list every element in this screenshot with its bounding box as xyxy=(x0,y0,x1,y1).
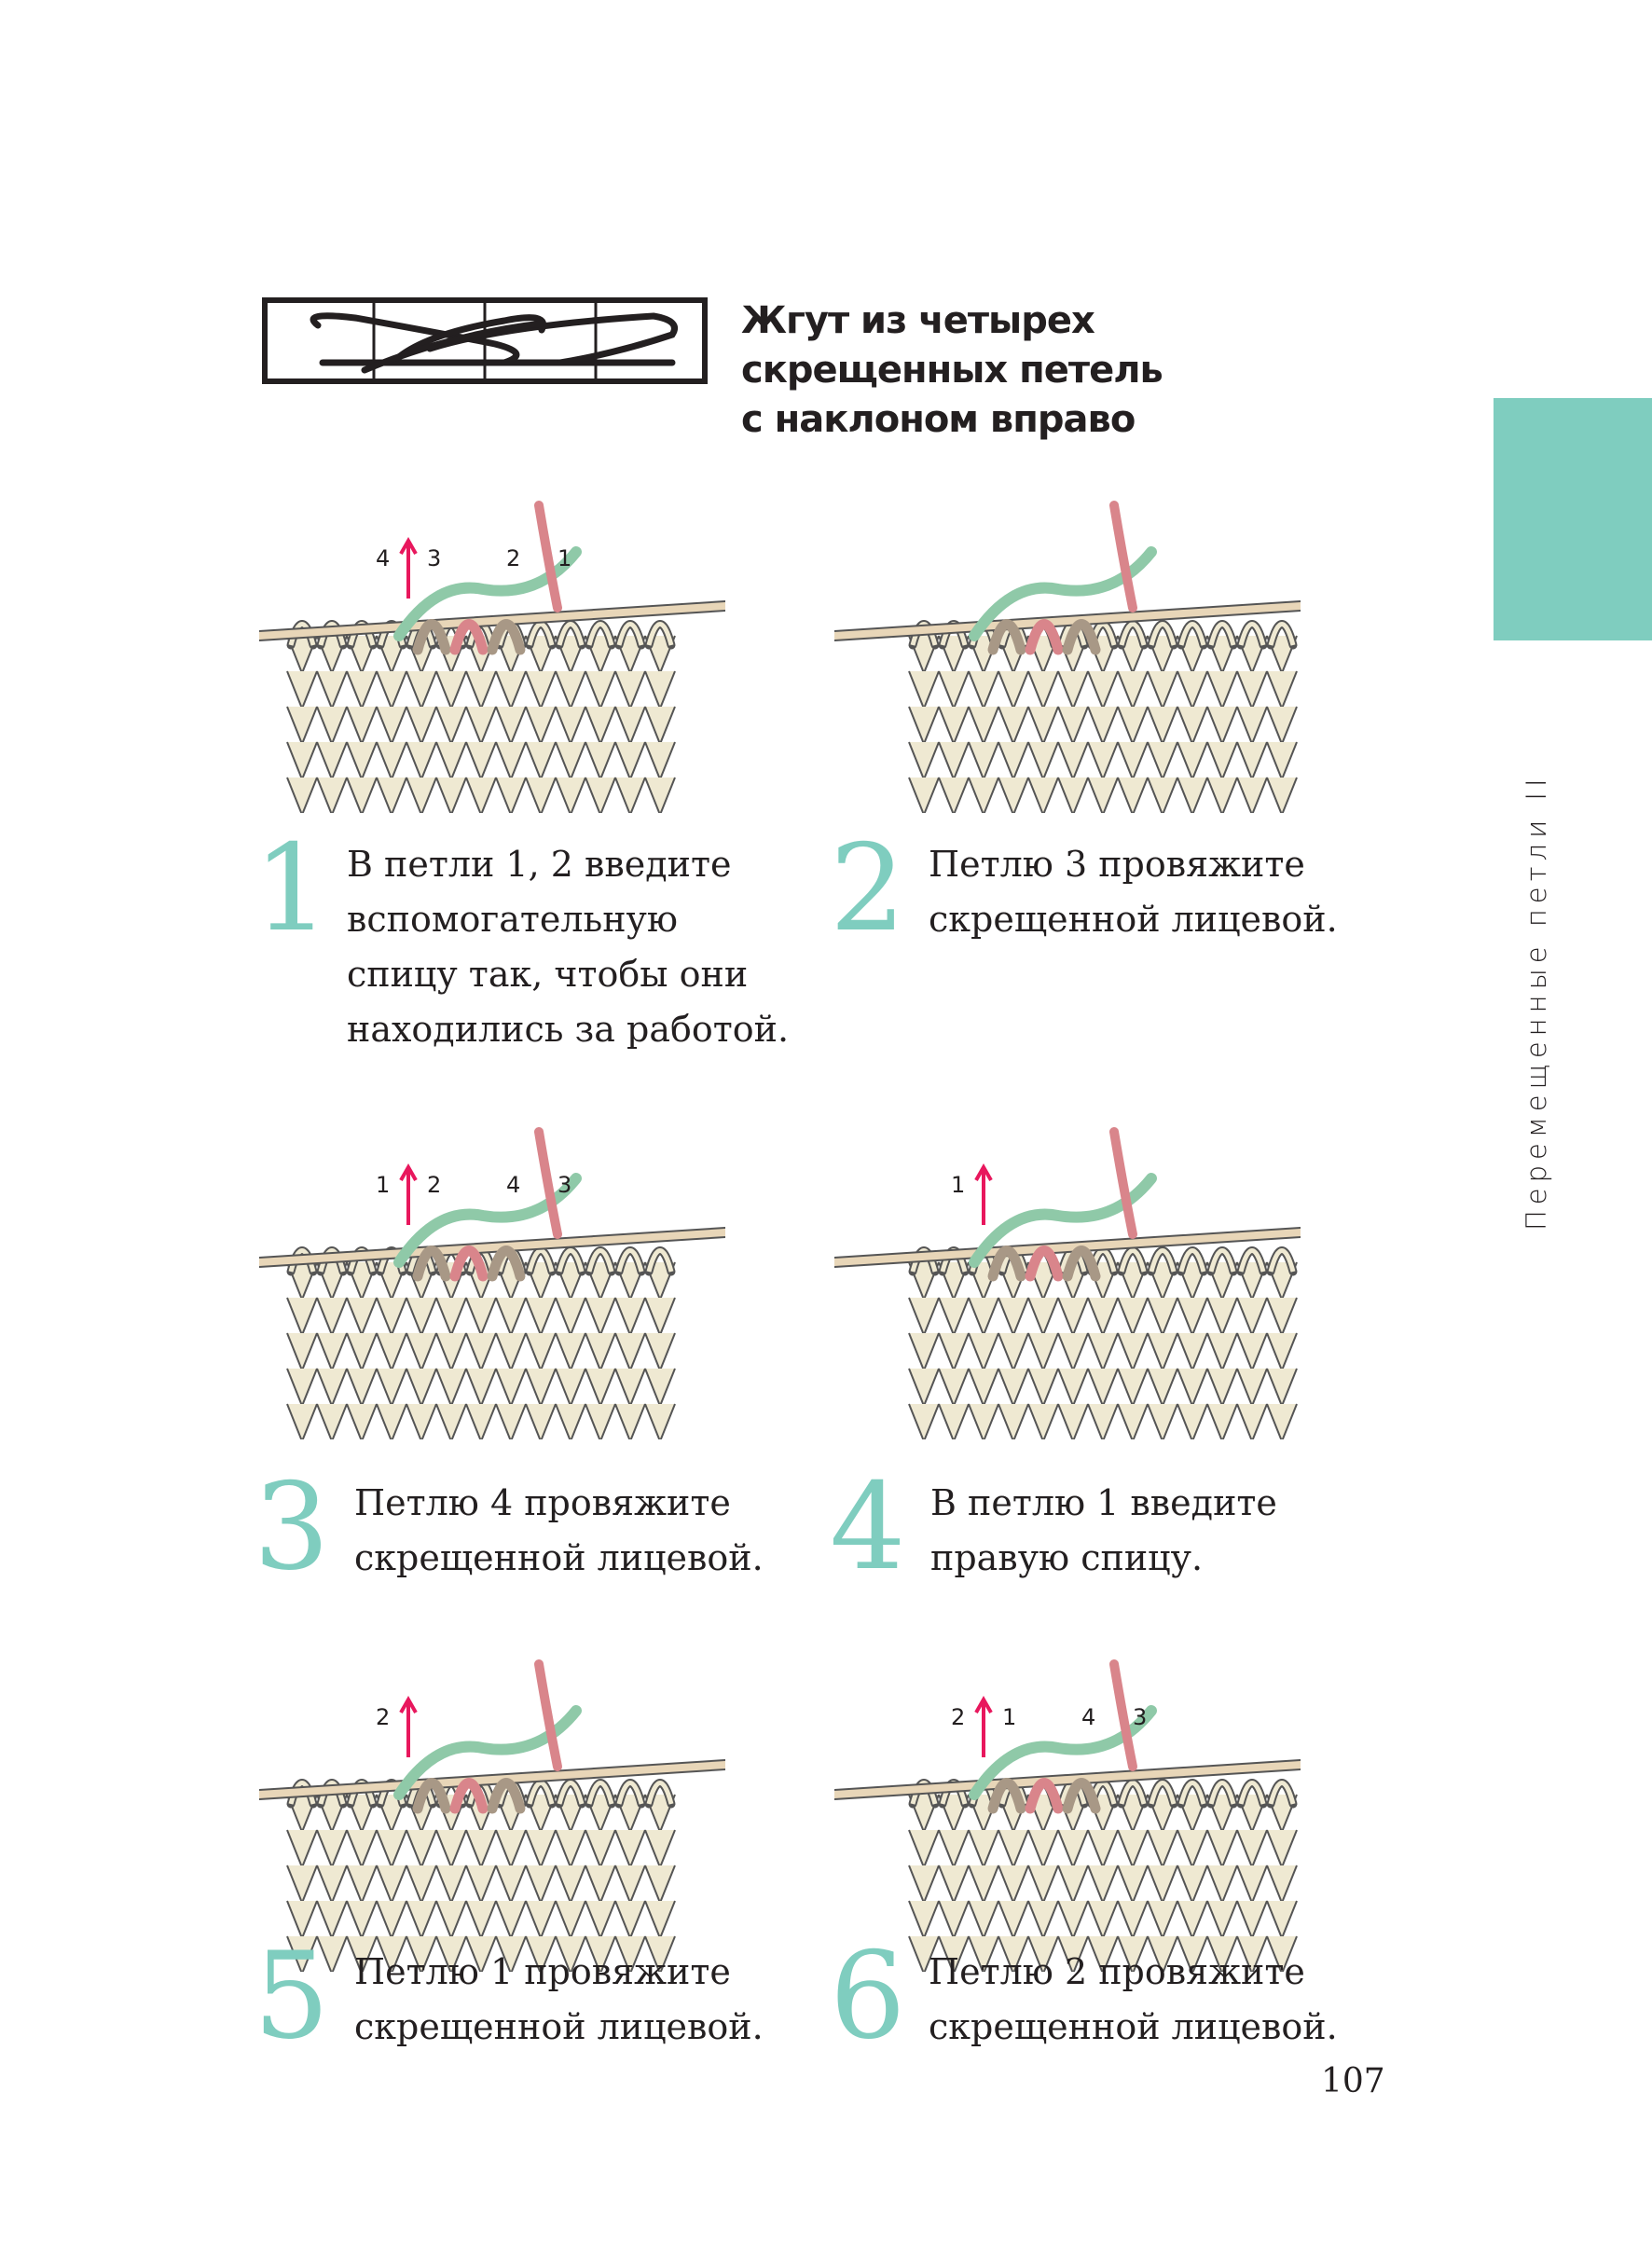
instruction-line: спицу так, чтобы они xyxy=(347,954,749,995)
step-illustration: 4 3 2 1 xyxy=(259,501,725,813)
instruction-line: вспомогательную xyxy=(347,899,678,940)
working-yarn xyxy=(1109,501,1137,612)
instruction-line: скрещенной лицевой. xyxy=(354,1537,764,1578)
loop xyxy=(449,1245,489,1282)
loop xyxy=(487,1245,526,1282)
knit-fabric xyxy=(908,1246,1298,1439)
loop xyxy=(1062,619,1101,655)
step-number: 2 xyxy=(830,819,906,958)
loop-number-label: 1 xyxy=(951,1172,965,1198)
loop xyxy=(1025,1778,1064,1814)
step-illustration: 1 2 4 3 xyxy=(259,1127,725,1439)
step-instruction: Петлю 3 провяжите скрещенной лицевой. xyxy=(929,837,1338,947)
instruction-line: правую спицу. xyxy=(930,1537,1204,1578)
loop-number-label: 1 xyxy=(376,1172,390,1198)
loop xyxy=(987,1778,1026,1814)
loop-number-label: 3 xyxy=(1133,1704,1147,1730)
loop-number-label: 2 xyxy=(376,1704,390,1730)
step-illustration: 2 xyxy=(259,1659,725,1972)
step-number: 1 xyxy=(254,819,330,958)
loop-number-label: 3 xyxy=(427,545,441,571)
step-instruction: Петлю 1 провяжите скрещенной лицевой. xyxy=(354,1945,764,2055)
instruction-line: В петлю 1 введите xyxy=(930,1482,1277,1523)
section-label: Перемещенные петли II xyxy=(1521,773,1552,1231)
instruction-line: Петлю 4 провяжите xyxy=(354,1482,731,1523)
loop-number-label: 3 xyxy=(558,1172,571,1198)
loop xyxy=(487,1778,526,1814)
instruction-line: скрещенной лицевой. xyxy=(929,2006,1338,2047)
step-illustration: 1 xyxy=(834,1127,1301,1439)
loop-number-label: 2 xyxy=(506,545,520,571)
step-illustration: 2 1 4 3 xyxy=(834,1659,1301,1972)
step-instruction: В петли 1, 2 введите вспомогательную спицу… xyxy=(347,837,789,1057)
working-yarn xyxy=(534,501,562,612)
loop xyxy=(1025,1245,1064,1282)
instruction-line: находились за работой. xyxy=(347,1009,790,1050)
loop xyxy=(987,619,1026,655)
knit-fabric xyxy=(908,1779,1298,1972)
instruction-line: Петлю 2 провяжите xyxy=(929,1951,1305,1992)
instruction-line: скрещенной лицевой. xyxy=(929,899,1338,940)
page-number: 107 xyxy=(1321,2062,1385,2100)
instruction-line: скрещенной лицевой. xyxy=(354,2006,764,2047)
cable-chart-symbol xyxy=(262,297,708,384)
instruction-line: Петлю 3 провяжите xyxy=(929,844,1305,885)
section-color-tab xyxy=(1494,398,1652,640)
loop xyxy=(449,1778,489,1814)
step-instruction: В петлю 1 введите правую спицу. xyxy=(930,1476,1277,1586)
page-title: Жгут из четырех скрещенных петель с накл… xyxy=(741,296,1163,445)
knit-fabric xyxy=(908,620,1298,813)
title-line: с наклоном вправо xyxy=(741,398,1136,441)
step-instruction: Петлю 4 провяжите скрещенной лицевой. xyxy=(354,1476,764,1586)
loop-number-label: 2 xyxy=(951,1704,965,1730)
instruction-line: В петли 1, 2 введите xyxy=(347,844,732,885)
step-number: 5 xyxy=(254,1927,330,2066)
loop-number-label: 1 xyxy=(1002,1704,1016,1730)
working-yarn xyxy=(1109,1127,1137,1239)
loop xyxy=(1062,1778,1101,1814)
working-yarn xyxy=(534,1127,562,1239)
loop xyxy=(1025,619,1064,655)
loop-number-label: 4 xyxy=(1081,1704,1095,1730)
arrow-icon xyxy=(974,1695,993,1757)
loop xyxy=(449,619,489,655)
instruction-line: Петлю 1 провяжите xyxy=(354,1951,731,1992)
arrow-icon xyxy=(974,1163,993,1225)
working-yarn xyxy=(1109,1659,1137,1771)
loop xyxy=(487,619,526,655)
step-number: 3 xyxy=(254,1458,330,1597)
knit-fabric xyxy=(286,1246,676,1439)
loop-number-label: 1 xyxy=(558,545,571,571)
loop-number-label: 2 xyxy=(427,1172,441,1198)
arrow-icon xyxy=(399,1695,418,1757)
step-instruction: Петлю 2 провяжите скрещенной лицевой. xyxy=(929,1945,1338,2055)
loop xyxy=(1062,1245,1101,1282)
step-number: 6 xyxy=(830,1927,906,2066)
title-line: скрещенных петель xyxy=(741,349,1163,392)
step-illustration xyxy=(834,501,1301,813)
loop-number-label: 4 xyxy=(376,545,390,571)
loop xyxy=(987,1245,1026,1282)
loop-number-label: 4 xyxy=(506,1172,520,1198)
step-number: 4 xyxy=(830,1458,906,1597)
title-line: Жгут из четырех xyxy=(741,299,1095,342)
arrow-icon xyxy=(399,1163,418,1225)
working-yarn xyxy=(534,1659,562,1771)
arrow-icon xyxy=(399,536,418,599)
loop xyxy=(412,1245,451,1282)
loop xyxy=(412,1778,451,1814)
loop xyxy=(412,619,451,655)
